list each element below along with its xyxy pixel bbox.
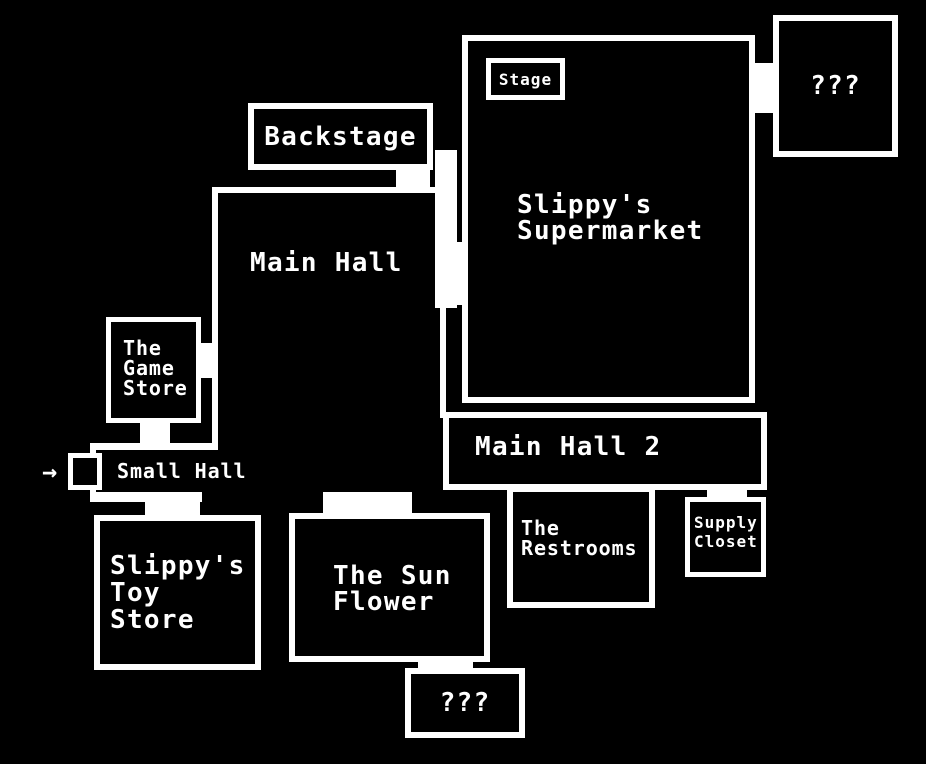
room-sun-flower[interactable]: The Sun Flower — [289, 513, 490, 662]
room-main-hall-label: Main Hall — [250, 248, 403, 278]
door-game-store-small-hall — [140, 418, 170, 448]
room-unknown-top[interactable]: ??? — [773, 15, 898, 157]
main-hall-left-wall — [212, 187, 218, 450]
room-supermarket-label: Slippy's Supermarket — [517, 190, 704, 246]
room-supply-closet[interactable]: Supply Closet — [685, 497, 766, 577]
room-backstage[interactable]: Backstage — [248, 103, 433, 170]
room-stage[interactable]: Stage — [486, 58, 565, 100]
room-main-hall-2-label: Main Hall 2 — [475, 432, 662, 462]
room-stage-label: Stage — [498, 69, 553, 89]
room-backstage-label: Backstage — [264, 121, 417, 152]
door-small-hall-sun-flower — [323, 492, 412, 516]
room-restrooms[interactable]: The Restrooms — [507, 486, 655, 608]
room-unknown-top-label: ??? — [810, 71, 861, 101]
room-unknown-bottom-label: ??? — [439, 688, 491, 718]
room-toy-store-label: Slippy's Toy Store — [110, 551, 246, 635]
room-sun-flower-label: The Sun Flower — [333, 561, 452, 617]
room-restrooms-label: The Restrooms — [521, 516, 638, 560]
room-game-store-label: The Game Store — [123, 336, 188, 400]
room-unknown-bottom[interactable]: ??? — [405, 668, 525, 738]
entrance-arrow-icon: → — [42, 457, 58, 486]
room-small-hall-label: Small Hall — [117, 459, 247, 483]
room-supply-closet-label: Supply Closet — [694, 513, 758, 551]
entrance-marker — [68, 453, 102, 490]
room-toy-store[interactable]: Slippy's Toy Store — [94, 515, 261, 670]
door-game-store-main-hall — [196, 343, 216, 378]
main-hall-top-wall — [212, 187, 446, 193]
door-small-hall-toy-store — [145, 492, 200, 519]
room-main-hall-2[interactable]: Main Hall 2 — [443, 412, 767, 490]
room-game-store[interactable]: The Game Store — [106, 317, 201, 423]
